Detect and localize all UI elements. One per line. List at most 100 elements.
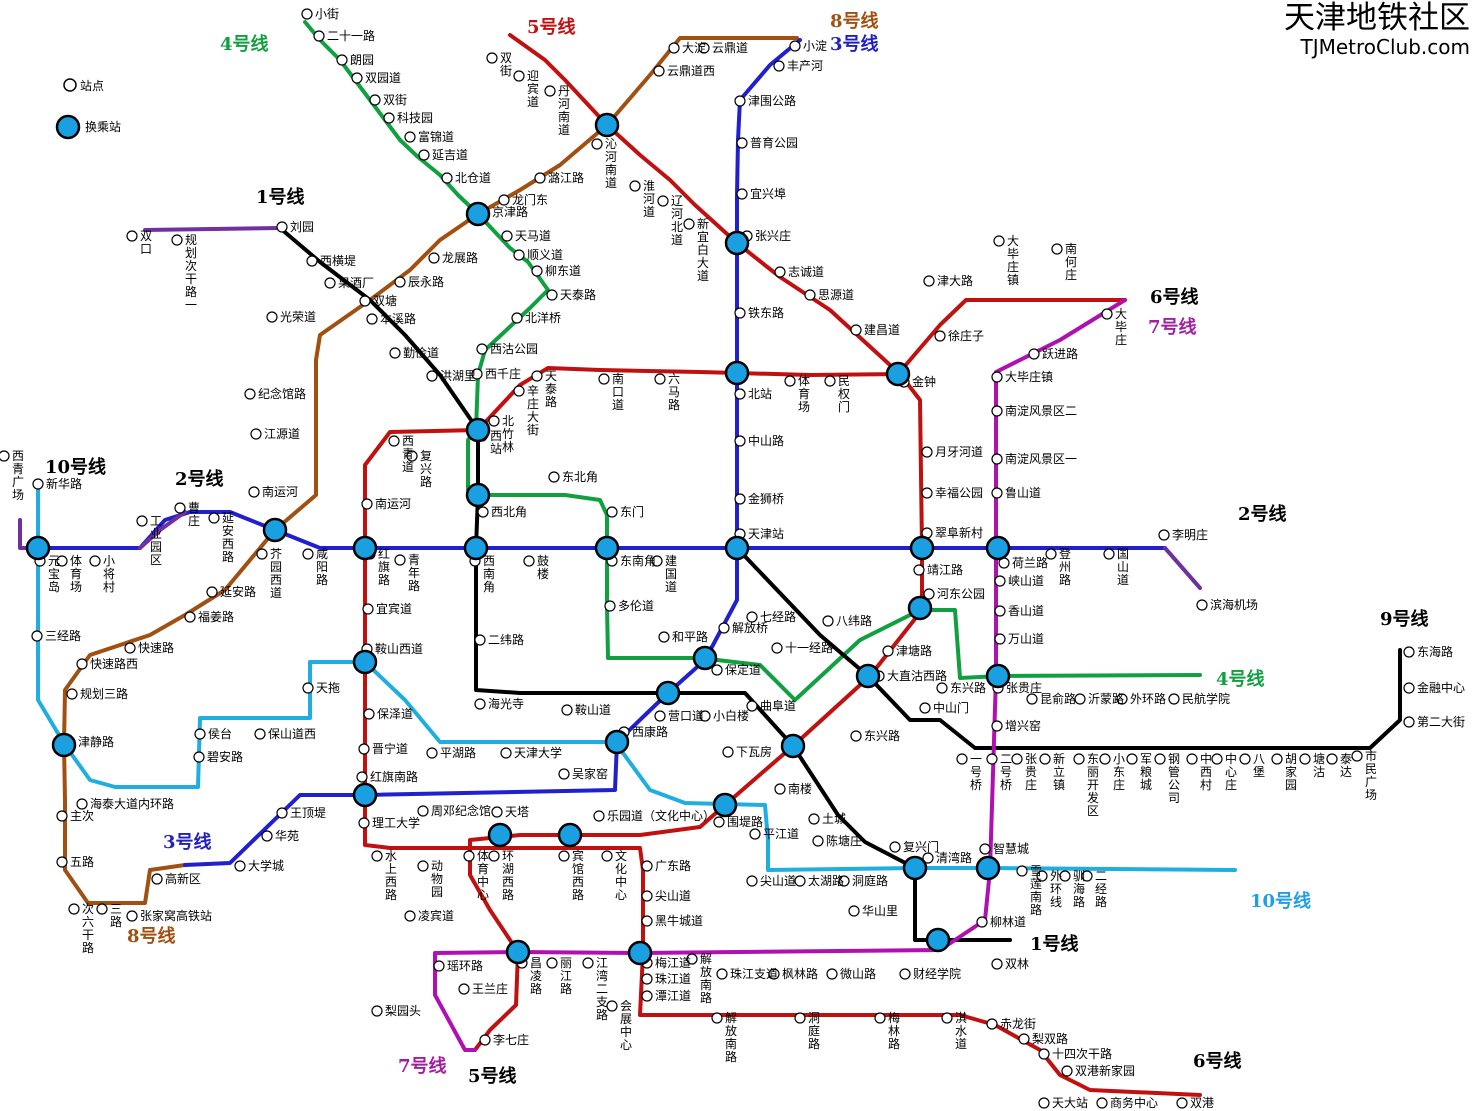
line-label: 6号线 (1150, 286, 1199, 308)
station-marker (826, 968, 838, 980)
line-2-ext-east (1163, 546, 1202, 590)
station-marker (488, 415, 500, 427)
station-label: 外环线 (1050, 869, 1062, 909)
station-label: 江源道 (264, 427, 300, 441)
transfer-station-marker (780, 733, 806, 759)
station-label: 解放南路 (700, 952, 712, 1005)
station-marker (991, 453, 1003, 465)
station-label: 柳林道 (990, 915, 1026, 929)
legend-transfer-label: 换乘站 (85, 120, 121, 134)
station-label: 第二大街 (1417, 715, 1465, 729)
station-marker (1045, 548, 1057, 560)
line-label: 6号线 (1193, 1050, 1242, 1072)
station-marker (1096, 1097, 1108, 1109)
station-label: 登州路 (1059, 546, 1071, 587)
line-label: 3号线 (830, 33, 879, 55)
station-label: 柳东道 (545, 264, 581, 278)
station-label: 大毕庄 (1115, 307, 1127, 347)
station-label: 金钟 (912, 374, 936, 389)
station-label: 次六干路 (82, 902, 94, 955)
station-label: 南运河 (375, 496, 411, 511)
station-label: 李七庄 (493, 1032, 529, 1047)
line-label: 7号线 (1148, 316, 1197, 338)
transfer-station-marker (712, 792, 738, 818)
station-label: 水上西路 (385, 849, 397, 902)
station-marker (683, 218, 695, 230)
station-label: 北仓道 (455, 171, 491, 185)
station-marker (56, 856, 68, 868)
station-marker (913, 564, 925, 576)
station-label: 广东路 (655, 858, 691, 873)
station-marker (789, 40, 801, 52)
station-label: 辰永路 (408, 274, 444, 289)
station-marker (774, 783, 786, 795)
legend-station-label: 站点 (80, 79, 104, 93)
station-marker (850, 730, 862, 742)
station-marker (426, 370, 438, 382)
station-label: 小淀 (803, 39, 827, 53)
station-marker (848, 905, 860, 917)
station-marker (1028, 348, 1040, 360)
station-label: 西千庄 (485, 366, 521, 381)
station-marker (363, 708, 375, 720)
line-label: 8号线 (830, 10, 879, 32)
station-label: 东兴路 (864, 728, 900, 743)
transfer-station-marker (465, 482, 491, 508)
station-label: 泰达 (1340, 752, 1352, 779)
station-label: 下瓦房 (736, 744, 772, 759)
station-marker (184, 611, 196, 623)
station-label: 双口 (140, 229, 152, 256)
station-marker (923, 588, 935, 600)
station-label: 跃进路 (1042, 346, 1078, 361)
line-label: 7号线 (398, 1055, 447, 1077)
station-marker (151, 873, 163, 885)
station-marker (336, 54, 348, 66)
station-marker (1351, 750, 1363, 762)
station-marker (784, 375, 796, 387)
station-label: 赤龙街 (1000, 1017, 1036, 1031)
line-5-route (468, 33, 924, 1052)
station-label: 王兰庄 (472, 981, 508, 996)
station-marker (394, 276, 406, 288)
station-label: 碧安路 (207, 749, 243, 764)
station-label: 平湖路 (440, 745, 476, 760)
station-label: 咸阳路 (316, 547, 328, 587)
station-marker (1403, 646, 1415, 658)
station-marker (1039, 753, 1051, 765)
station-label: 保定道 (725, 662, 761, 677)
station-label: 丰产河 (787, 59, 823, 73)
station-label: 南口道 (612, 371, 624, 412)
station-marker (351, 72, 363, 84)
station-label: 香山道 (1008, 604, 1044, 618)
station-marker (388, 435, 400, 447)
station-label: 思源道 (818, 288, 854, 302)
station-label: 东北角 (562, 470, 598, 484)
station-marker (718, 622, 730, 634)
station-marker (56, 555, 68, 567)
station-label: 财经学院 (913, 966, 961, 981)
station-label: 中山门 (933, 700, 969, 715)
station-marker (254, 728, 266, 740)
station-marker (359, 295, 371, 307)
station-marker (486, 52, 498, 64)
station-marker (488, 850, 500, 862)
station-marker (654, 710, 666, 722)
line-label: 5号线 (527, 16, 576, 38)
station-label: 军粮城 (1140, 752, 1152, 792)
station-label: 二纬路 (488, 632, 524, 647)
station-label: 荷兰路 (1012, 555, 1048, 570)
station-label: 小东庄 (1113, 752, 1125, 792)
station-marker (208, 512, 220, 524)
transfer-station-marker (909, 535, 935, 561)
station-label: 晋宁道 (372, 741, 408, 756)
station-label: 珠江支道 (730, 967, 778, 981)
station-marker (1154, 753, 1166, 765)
station-label: 塘沽 (1313, 751, 1325, 779)
station-marker (991, 958, 1003, 970)
station-marker (808, 813, 820, 825)
station-label: 快速路 (138, 640, 174, 655)
line-label: 2号线 (175, 468, 224, 490)
station-label: 解放南路 (725, 1011, 737, 1064)
station-marker (882, 645, 894, 657)
station-marker (1126, 753, 1138, 765)
